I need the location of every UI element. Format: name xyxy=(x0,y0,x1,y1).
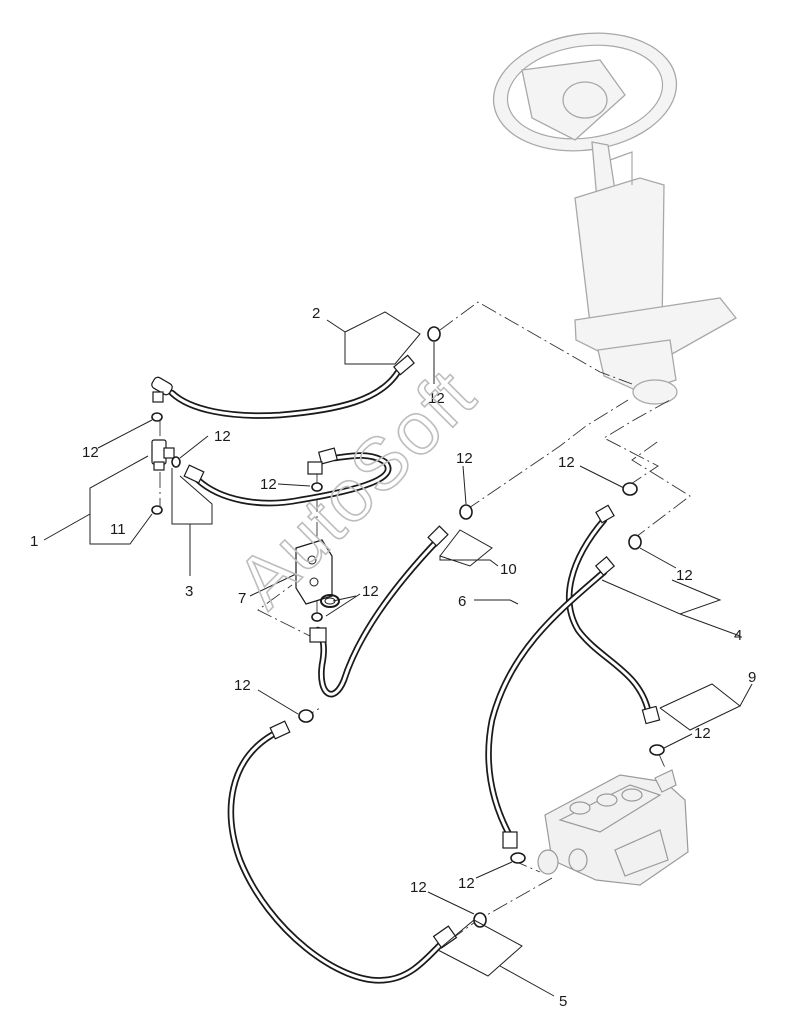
hose-9 xyxy=(565,504,661,725)
control-valve-ghost xyxy=(537,769,689,886)
callout-12-c: 12 xyxy=(214,428,231,445)
callout-7: 7 xyxy=(238,590,246,607)
callout-6: 6 xyxy=(458,593,466,610)
hose-2 xyxy=(151,354,415,419)
callout-9: 9 xyxy=(748,669,756,686)
callout-12-j: 12 xyxy=(694,725,711,742)
callout-12-k: 12 xyxy=(458,875,475,892)
hose-10 xyxy=(309,525,449,698)
callout-1: 1 xyxy=(30,533,38,550)
hose-3 xyxy=(183,447,392,507)
callout-3: 3 xyxy=(185,583,193,600)
leader-lines xyxy=(43,311,753,997)
callout-12-b: 12 xyxy=(82,444,99,461)
callout-12-f: 12 xyxy=(558,454,575,471)
callout-12-i: 12 xyxy=(234,677,251,694)
callout-12-d: 12 xyxy=(260,476,277,493)
callout-12-g: 12 xyxy=(362,583,379,600)
steering-column-ghost xyxy=(492,32,737,405)
callout-5: 5 xyxy=(559,993,567,1010)
o-rings xyxy=(151,326,665,928)
callout-12-h: 12 xyxy=(676,567,693,584)
callout-2: 2 xyxy=(312,305,320,322)
valve-block-7 xyxy=(295,539,333,605)
callout-labels: 2 12 12 12 12 12 12 1 11 3 7 12 10 6 12 … xyxy=(30,305,756,1010)
callout-12-e: 12 xyxy=(456,450,473,467)
hose-4 xyxy=(485,556,616,849)
callout-12-a: 12 xyxy=(428,390,445,407)
callout-11: 11 xyxy=(110,521,126,538)
tee-fitting-1 xyxy=(151,439,175,471)
callout-12-l: 12 xyxy=(410,879,427,896)
callout-4: 4 xyxy=(734,627,742,644)
callout-10: 10 xyxy=(500,561,517,578)
hose-5 xyxy=(227,720,458,984)
